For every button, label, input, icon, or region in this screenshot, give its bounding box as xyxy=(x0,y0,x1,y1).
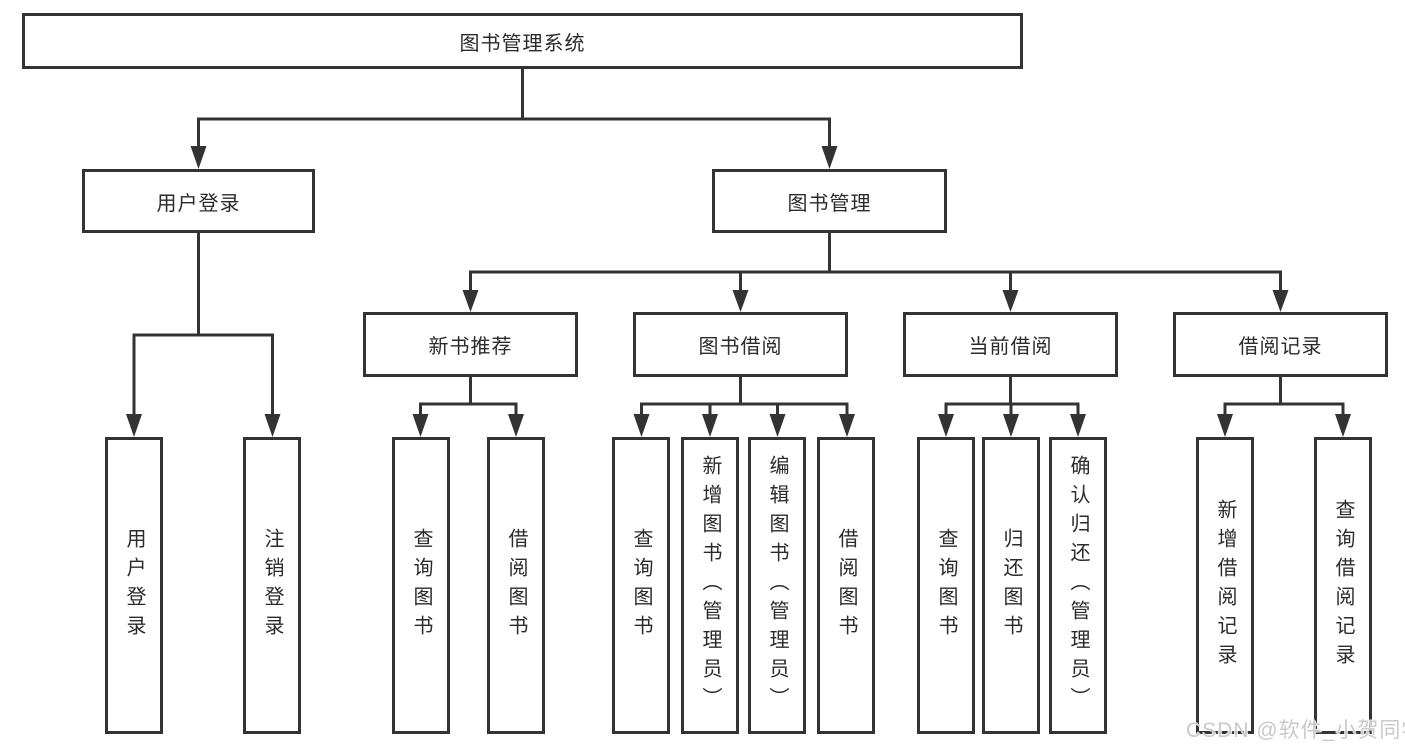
leaf-user-login: 用户登录 xyxy=(105,437,163,734)
node-label: 当前借阅 xyxy=(968,336,1053,358)
leaf-edit-book-admin: 编辑图书（管理员） xyxy=(748,437,806,734)
node-new-book-recommendation: 新书推荐 xyxy=(363,312,578,377)
node-label: 图书管理 xyxy=(787,192,872,215)
node-label: 图书管理系统 xyxy=(459,32,586,55)
leaf-label: 确认归还（管理员） xyxy=(1067,455,1089,716)
leaf-query-books-recommend: 查询图书 xyxy=(392,437,450,734)
node-borrowing-records: 借阅记录 xyxy=(1173,312,1388,377)
arrowhead-icons xyxy=(126,146,1351,437)
leaf-label: 借阅图书 xyxy=(505,527,527,644)
leaf-label: 用户登录 xyxy=(123,527,145,644)
leaf-label: 注销登录 xyxy=(261,527,283,644)
leaf-return-books: 归还图书 xyxy=(982,437,1040,734)
leaf-add-book-admin: 新增图书（管理员） xyxy=(681,437,739,734)
leaf-label: 查询图书 xyxy=(410,527,432,644)
node-label: 新书推荐 xyxy=(428,336,513,358)
leaf-query-books-borrow: 查询图书 xyxy=(612,437,670,734)
node-label: 借阅记录 xyxy=(1238,336,1323,358)
leaf-label: 查询借阅记录 xyxy=(1332,498,1354,673)
leaf-confirm-return-admin: 确认归还（管理员） xyxy=(1049,437,1107,734)
leaf-query-borrow-record: 查询借阅记录 xyxy=(1314,437,1372,734)
leaf-label: 新增借阅记录 xyxy=(1214,498,1236,673)
node-library-management-system: 图书管理系统 xyxy=(22,13,1023,69)
node-label: 图书借阅 xyxy=(698,336,783,358)
leaf-label: 编辑图书（管理员） xyxy=(766,455,788,716)
node-user-login: 用户登录 xyxy=(82,169,315,233)
node-current-borrowing: 当前借阅 xyxy=(903,312,1118,377)
leaf-borrow-books-recommend: 借阅图书 xyxy=(487,437,545,734)
leaf-label: 查询图书 xyxy=(935,527,957,644)
node-book-borrowing: 图书借阅 xyxy=(633,312,848,377)
leaf-label: 新增图书（管理员） xyxy=(699,455,721,716)
node-book-management: 图书管理 xyxy=(712,169,947,233)
leaf-borrow-books: 借阅图书 xyxy=(817,437,875,734)
csdn-watermark: CSDN @软件_小贺同学 xyxy=(1186,719,1405,742)
leaf-label: 归还图书 xyxy=(1000,527,1022,644)
leaf-add-borrow-record: 新增借阅记录 xyxy=(1196,437,1254,734)
leaf-label: 查询图书 xyxy=(630,527,652,644)
leaf-query-books-current: 查询图书 xyxy=(917,437,975,734)
leaf-label: 借阅图书 xyxy=(835,527,857,644)
node-label: 用户登录 xyxy=(156,192,241,215)
leaf-logout-login: 注销登录 xyxy=(243,437,301,734)
